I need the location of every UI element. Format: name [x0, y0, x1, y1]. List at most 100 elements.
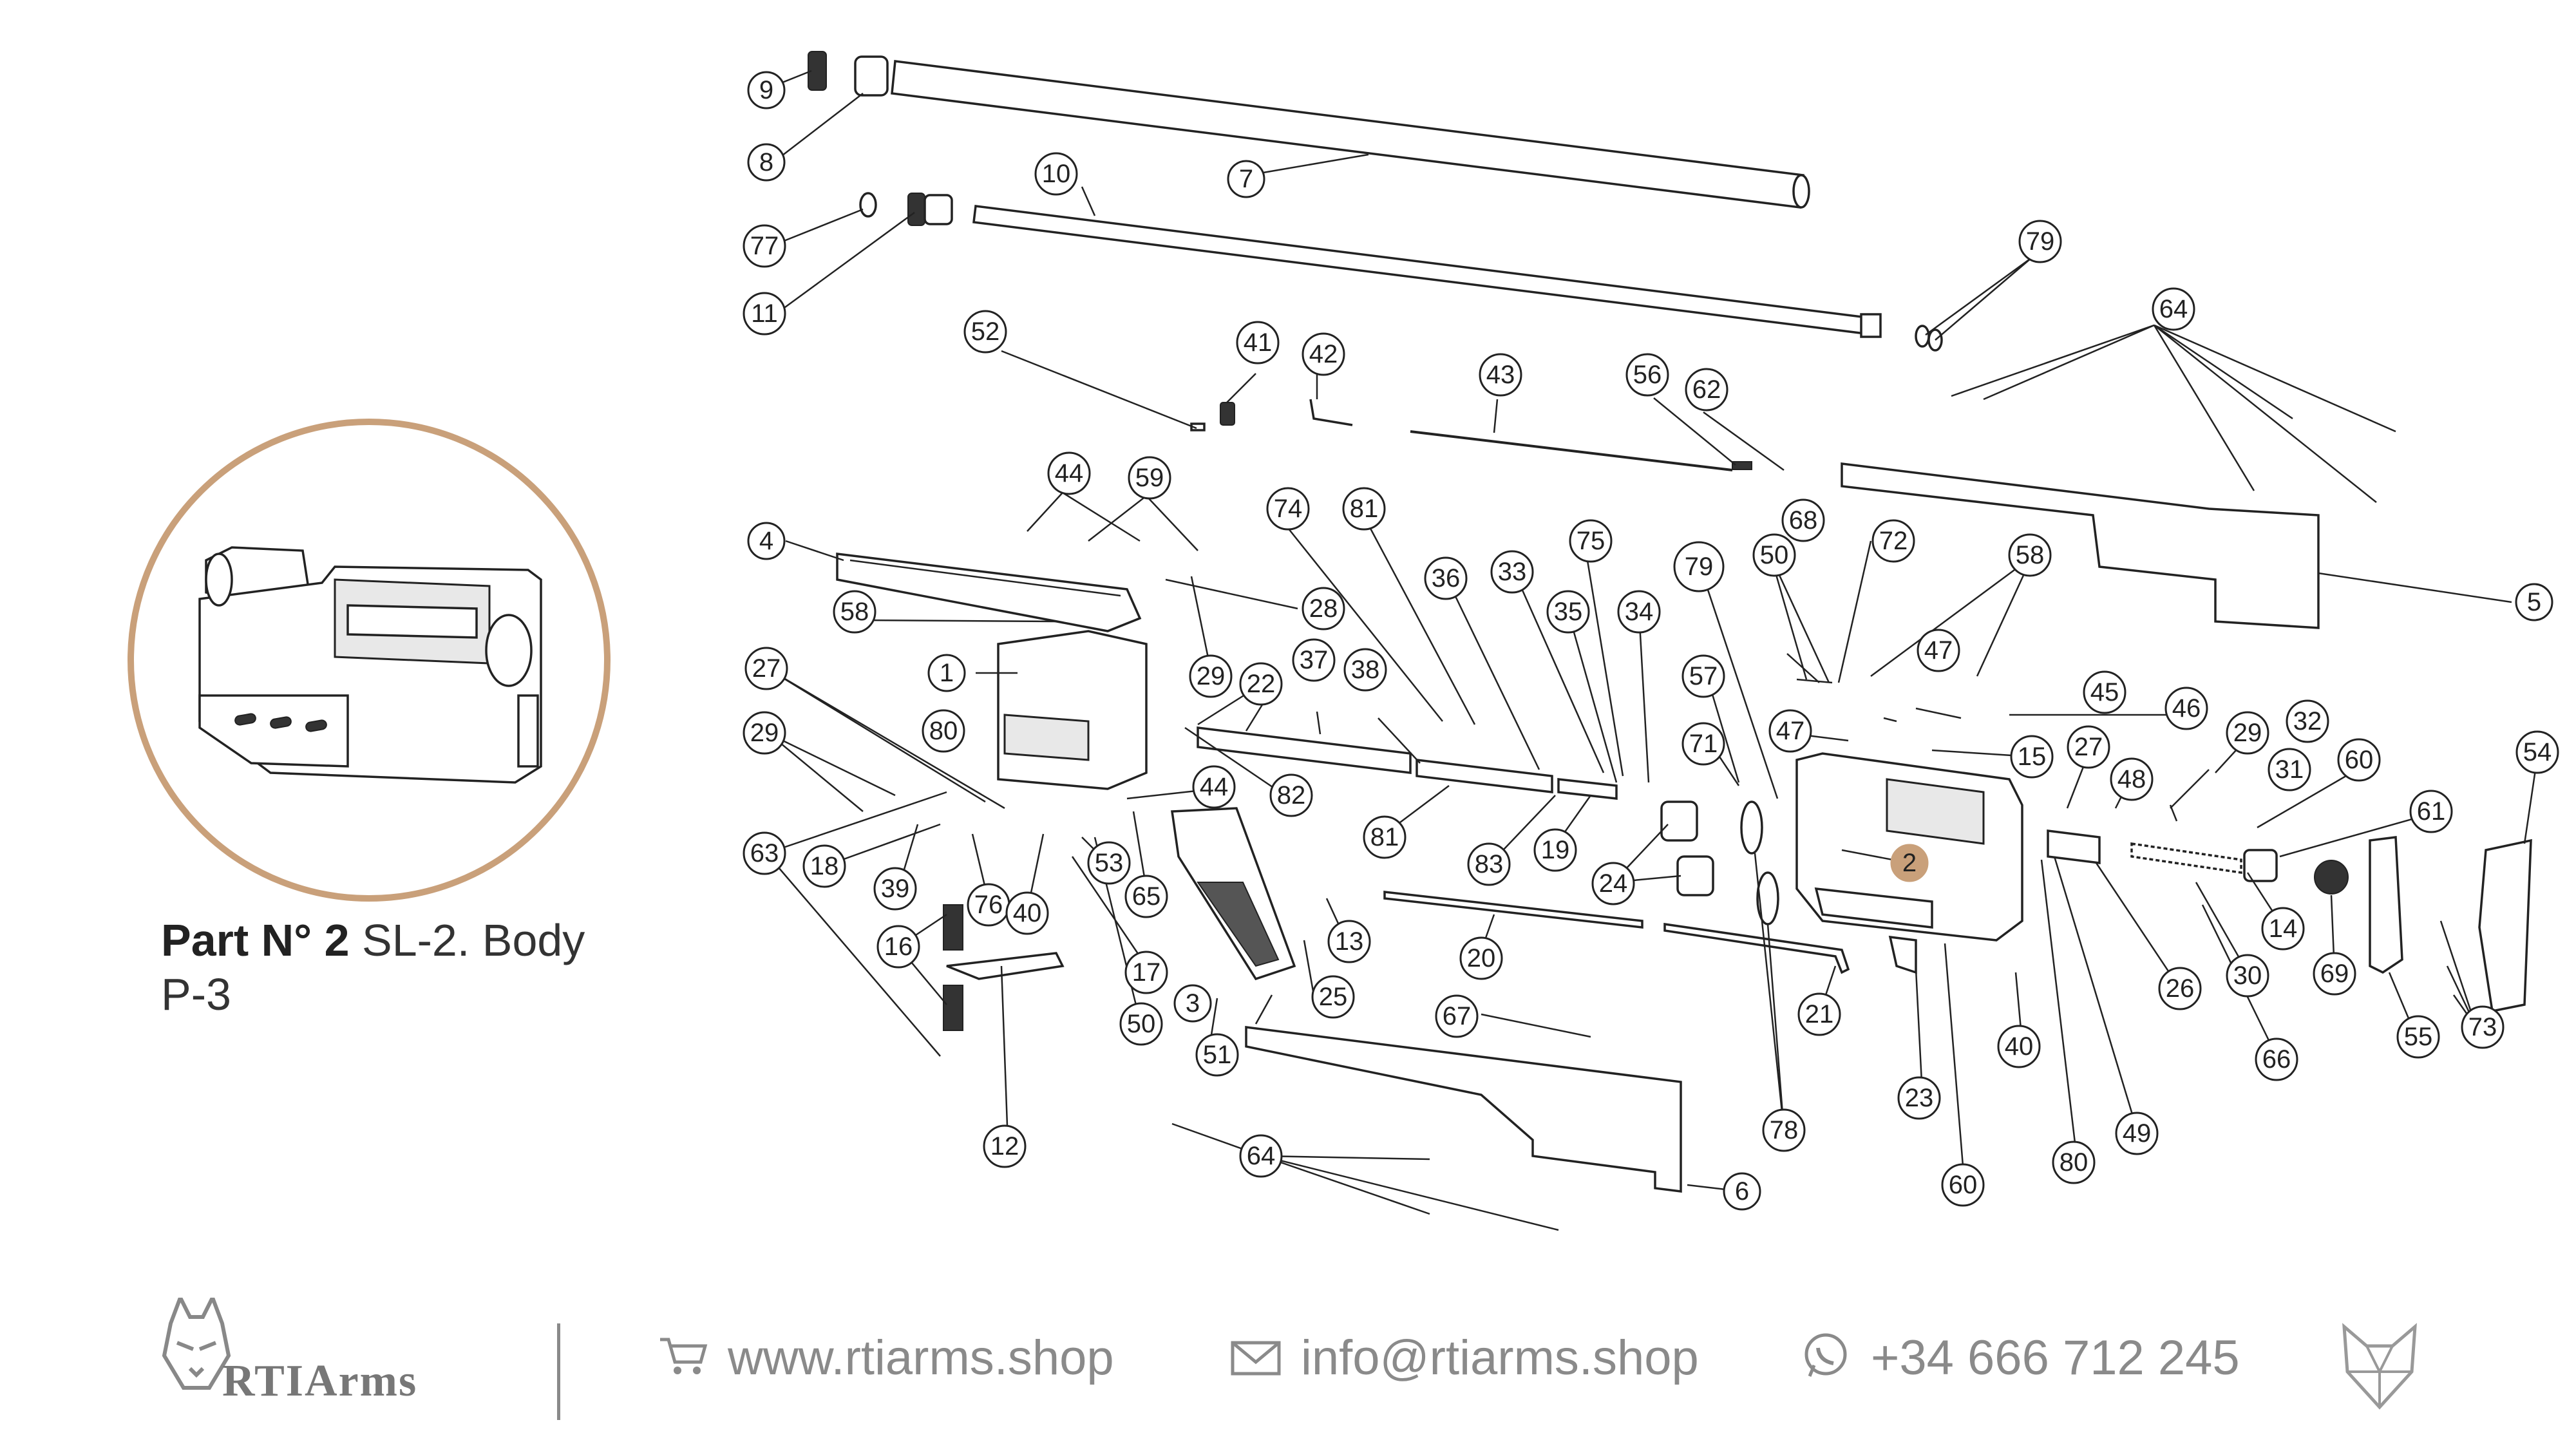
callout-33: 33 — [1490, 550, 1534, 594]
callout-24: 24 — [1591, 862, 1635, 905]
footer-divider — [557, 1323, 560, 1420]
callout-20: 20 — [1459, 936, 1503, 980]
svg-text:31: 31 — [2275, 755, 2304, 784]
svg-text:79: 79 — [1685, 553, 1714, 581]
callout-47: 47 — [1917, 629, 1960, 672]
wolf-logo-icon — [2342, 1323, 2417, 1410]
svg-text:77: 77 — [750, 232, 779, 260]
callout-26: 26 — [2158, 967, 2202, 1010]
svg-text:37: 37 — [1300, 646, 1329, 674]
svg-text:15: 15 — [2018, 743, 2047, 771]
callout-40: 40 — [1005, 891, 1049, 935]
phone-text[interactable]: +34 666 712 245 — [1871, 1331, 2240, 1386]
leader-lines — [766, 70, 2539, 1231]
callout-58b: 58 — [833, 590, 876, 634]
callout-40b: 40 — [1997, 1025, 2041, 1068]
callout-49: 49 — [2115, 1112, 2159, 1155]
svg-text:59: 59 — [1135, 464, 1164, 492]
callout-52: 52 — [963, 310, 1007, 354]
callout-12: 12 — [983, 1124, 1027, 1168]
callout-8: 8 — [747, 143, 786, 182]
callout-50: 50 — [1752, 533, 1796, 577]
callout-63: 63 — [743, 831, 786, 875]
svg-text:23: 23 — [1905, 1084, 1934, 1112]
svg-text:75: 75 — [1577, 527, 1605, 555]
svg-text:35: 35 — [1554, 598, 1583, 626]
svg-text:34: 34 — [1625, 598, 1654, 626]
callout-6: 6 — [1723, 1172, 1761, 1211]
callout-56: 56 — [1625, 353, 1669, 397]
callout-1: 1 — [927, 654, 966, 692]
svg-text:63: 63 — [750, 839, 779, 867]
whatsapp-icon — [1800, 1330, 1852, 1393]
svg-text:29: 29 — [750, 719, 779, 747]
svg-text:3: 3 — [1186, 989, 1200, 1018]
svg-text:67: 67 — [1443, 1002, 1472, 1030]
part-title: SL-2. Body — [362, 915, 585, 965]
callout-42: 42 — [1302, 332, 1345, 376]
svg-text:4: 4 — [759, 527, 773, 555]
callout-53: 53 — [1087, 841, 1131, 885]
callout-37: 37 — [1292, 638, 1336, 682]
svg-text:36: 36 — [1432, 564, 1461, 592]
svg-text:17: 17 — [1132, 958, 1161, 987]
callout-79b: 79 — [1673, 541, 1725, 592]
svg-text:51: 51 — [1203, 1041, 1232, 1069]
svg-text:10: 10 — [1042, 160, 1071, 188]
svg-text:38: 38 — [1351, 656, 1380, 684]
callouts: 9 8 7 10 77 11 79 64 52 41 42 43 56 62 4… — [743, 71, 2559, 1211]
callout-41: 41 — [1236, 321, 1280, 365]
svg-text:81: 81 — [1350, 495, 1379, 523]
svg-text:8: 8 — [759, 148, 773, 176]
callout-64b: 64 — [1239, 1134, 1283, 1178]
callout-30: 30 — [2226, 954, 2269, 998]
callout-72: 72 — [1871, 519, 1915, 563]
callout-34: 34 — [1617, 590, 1661, 634]
website-text[interactable]: www.rtiarms.shop — [728, 1331, 1114, 1385]
svg-text:56: 56 — [1633, 361, 1662, 389]
svg-text:19: 19 — [1541, 836, 1570, 864]
svg-text:47: 47 — [1924, 636, 1953, 665]
email-text[interactable]: info@rtiarms.shop — [1301, 1331, 1699, 1385]
svg-text:58: 58 — [840, 598, 869, 626]
svg-text:47: 47 — [1776, 717, 1805, 745]
phone-link[interactable]: +34 666 712 245 — [1800, 1330, 2240, 1393]
callout-67: 67 — [1435, 994, 1479, 1038]
svg-text:29: 29 — [1197, 662, 1226, 690]
svg-text:60: 60 — [2345, 746, 2374, 774]
svg-text:50: 50 — [1760, 541, 1789, 569]
part-number-label: Part N° 2 — [161, 915, 350, 965]
svg-text:41: 41 — [1244, 328, 1273, 357]
svg-text:16: 16 — [884, 933, 913, 961]
callout-50b: 50 — [1119, 1002, 1163, 1046]
svg-text:69: 69 — [2320, 960, 2349, 988]
callout-23: 23 — [1897, 1076, 1941, 1120]
callout-35: 35 — [1546, 590, 1590, 634]
callout-29: 29 — [1189, 654, 1233, 698]
website-link[interactable]: www.rtiarms.shop — [657, 1330, 1114, 1390]
callout-32: 32 — [2286, 699, 2329, 743]
svg-text:40: 40 — [1013, 899, 1042, 927]
svg-text:54: 54 — [2523, 738, 2552, 766]
svg-text:33: 33 — [1498, 558, 1527, 586]
svg-text:11: 11 — [751, 299, 778, 328]
email-link[interactable]: info@rtiarms.shop — [1230, 1330, 1699, 1389]
svg-text:64: 64 — [1247, 1142, 1276, 1170]
svg-text:64: 64 — [2159, 295, 2188, 323]
svg-text:62: 62 — [1692, 375, 1721, 404]
callout-27b: 27 — [2067, 725, 2110, 769]
callout-76: 76 — [967, 883, 1010, 927]
svg-text:49: 49 — [2123, 1119, 2152, 1148]
callout-5: 5 — [2515, 583, 2553, 621]
svg-text:78: 78 — [1770, 1116, 1799, 1144]
svg-text:79: 79 — [2026, 227, 2055, 256]
callout-65: 65 — [1124, 875, 1168, 918]
svg-text:39: 39 — [881, 875, 910, 903]
svg-text:21: 21 — [1805, 1000, 1834, 1028]
svg-text:42: 42 — [1309, 340, 1338, 368]
svg-text:57: 57 — [1689, 662, 1718, 690]
callout-73: 73 — [2461, 1005, 2505, 1049]
callout-18: 18 — [802, 844, 846, 888]
envelope-icon — [1230, 1333, 1282, 1389]
